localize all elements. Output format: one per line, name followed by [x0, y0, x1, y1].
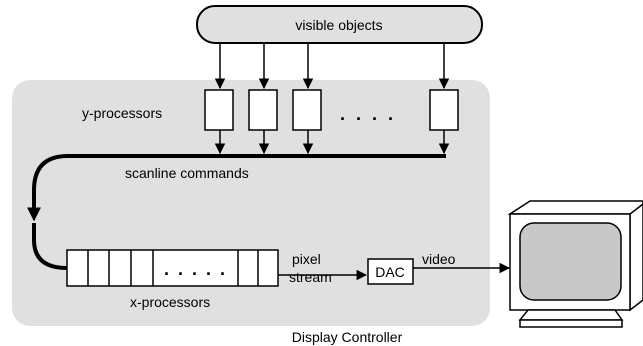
y-processor-box-2	[248, 89, 278, 131]
x-processors-label: x-processors	[130, 294, 210, 310]
y-processor-box-3	[292, 89, 322, 131]
x-processors-ellipsis: . . . . .	[164, 259, 227, 279]
x-input-curve	[32, 223, 68, 270]
video-label: video	[422, 251, 456, 267]
visible-objects-label: visible objects	[295, 17, 382, 33]
scanline-commands-label: scanline commands	[125, 165, 249, 181]
dac-label: DAC	[375, 264, 405, 280]
x-processors-box	[66, 249, 279, 287]
y-processors-ellipsis: . . . .	[340, 104, 396, 124]
y-processor-box-4	[429, 89, 459, 131]
y-processors-label: y-processors	[82, 105, 162, 121]
stream-label: stream	[289, 269, 332, 285]
scanline-bus	[32, 154, 446, 208]
visible-objects-box	[196, 5, 483, 44]
dac-box	[367, 258, 414, 285]
monitor-icon	[507, 200, 643, 328]
y-processor-box-1	[204, 89, 234, 131]
display-controller-label: Display Controller	[292, 329, 403, 345]
pixel-label: pixel	[292, 251, 321, 267]
